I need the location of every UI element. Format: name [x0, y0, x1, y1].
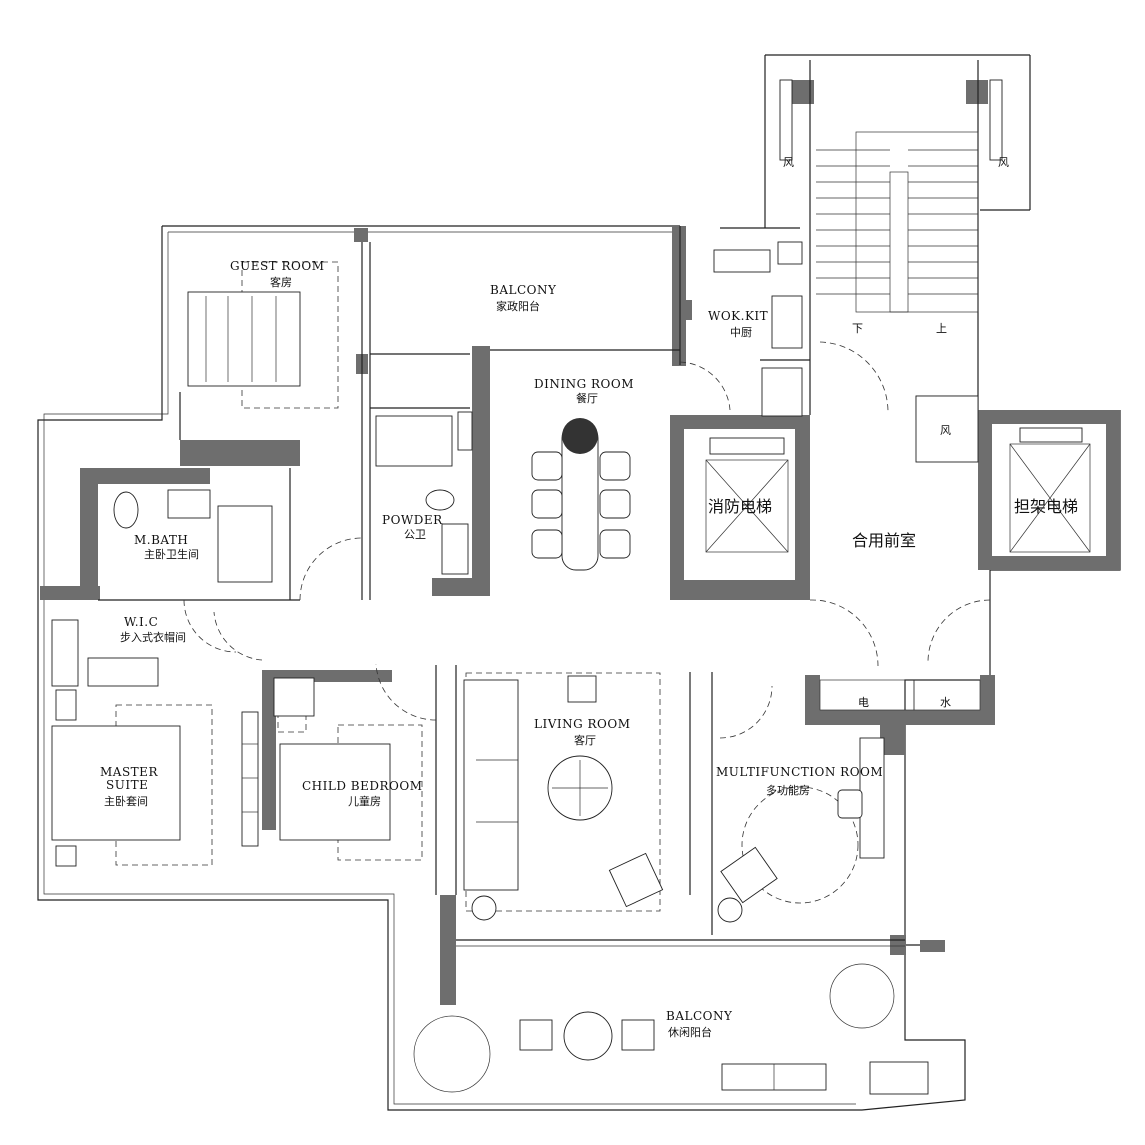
armchair	[608, 852, 664, 908]
multifunction-furniture	[717, 737, 885, 923]
wok-kitchen-label-zh: 中厨	[730, 326, 752, 339]
water-room-label: 水	[940, 696, 951, 709]
interior-walls	[98, 60, 1030, 947]
child-bedroom-label: CHILD BEDROOM	[302, 779, 423, 793]
master-bed	[51, 725, 181, 841]
guest-room-label-zh: 客房	[270, 275, 292, 289]
core-labels: 消防电梯 担架电梯 合用前室 风 风 风 下 上 电 水	[708, 156, 1078, 709]
electric-room-label: 电	[858, 696, 869, 709]
guest-room-label: GUEST ROOM	[230, 259, 325, 273]
balcony-leisure-label-zh: 休闲阳台	[668, 1025, 712, 1039]
dining-room-label-zh: 餐厅	[576, 391, 598, 405]
kitchen	[713, 241, 803, 417]
master-suite-label-zh: 主卧套间	[104, 795, 148, 808]
multifunction-room-label: MULTIFUNCTION ROOM	[716, 765, 883, 779]
elevators	[705, 427, 1091, 553]
master-suite-label-1: MASTER	[100, 765, 158, 779]
master-bath-label-zh: 主卧卫生间	[144, 547, 199, 561]
balcony-utility-label: BALCONY	[490, 283, 557, 297]
wok-kitchen-label: WOK.KIT	[708, 309, 768, 323]
door-swings	[183, 341, 991, 739]
child-bed	[279, 743, 391, 841]
stair-up-label: 上	[936, 322, 947, 335]
living-room-label: LIVING ROOM	[534, 717, 631, 731]
beds	[51, 291, 391, 841]
stretcher-elevator-label: 担架电梯	[1014, 497, 1078, 516]
service-closets	[819, 679, 981, 711]
balcony-utility-label-zh: 家政阳台	[496, 299, 540, 313]
vent-label-lobby: 风	[940, 424, 951, 437]
structural-columns	[40, 80, 1120, 1005]
living-furniture	[463, 675, 664, 921]
child-bedroom-label-zh: 儿童房	[348, 794, 381, 808]
vent-label-left: 风	[783, 156, 794, 169]
stairs	[779, 79, 1003, 463]
dining-set	[531, 418, 631, 571]
balcony-leisure-label: BALCONY	[666, 1009, 733, 1023]
fire-elevator-label: 消防电梯	[708, 497, 772, 516]
balcony-furniture	[413, 963, 929, 1095]
master-suite-label-2: SUITE	[106, 778, 148, 792]
bathrooms	[113, 411, 473, 583]
sofa	[463, 679, 519, 891]
dining-room-label: DINING ROOM	[534, 377, 634, 391]
cabinets	[51, 619, 315, 867]
shared-lobby-label: 合用前室	[852, 531, 916, 550]
ottoman	[567, 675, 597, 703]
vent-label-right: 风	[998, 156, 1009, 169]
master-bath-label: M.BATH	[134, 533, 188, 547]
walk-in-closet-label-zh: 步入式衣帽间	[120, 630, 186, 644]
room-labels: GUEST ROOM 客房 BALCONY 家政阳台 DINING ROOM 餐…	[100, 259, 883, 1039]
exterior-walls	[37, 54, 1121, 1111]
living-room-label-zh: 客厅	[574, 733, 596, 747]
walk-in-closet-label: W.I.C	[124, 615, 158, 629]
stair-down-label: 下	[852, 322, 863, 335]
guest-bed	[187, 291, 301, 387]
powder-label: POWDER	[382, 513, 443, 527]
multifunction-room-label-zh: 多功能房	[766, 783, 810, 797]
dining-centerpiece	[562, 418, 598, 454]
powder-label-zh: 公卫	[404, 528, 426, 541]
